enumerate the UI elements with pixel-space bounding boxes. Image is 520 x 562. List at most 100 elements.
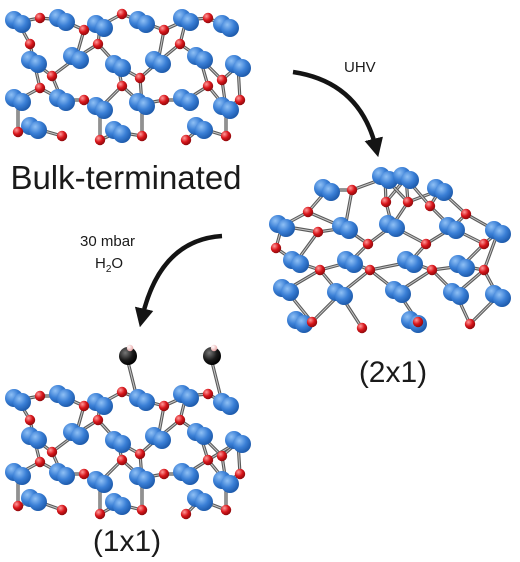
oxygen-atom	[302, 206, 314, 218]
cation-atom	[340, 221, 358, 239]
cation-atom	[181, 389, 199, 407]
oxygen-atom	[56, 130, 68, 142]
oxygen-atom	[134, 448, 146, 460]
oxygen-atom	[116, 454, 128, 466]
cation-atom	[13, 93, 31, 111]
oxygen-atom	[234, 468, 246, 480]
oxygen-atom	[412, 316, 424, 328]
cation-atom	[393, 285, 411, 303]
cation-atom	[95, 101, 113, 119]
cation-atom	[277, 219, 295, 237]
cation-atom	[435, 183, 453, 201]
cation-atom	[95, 475, 113, 493]
uhv-arrow-label: UHV	[344, 59, 376, 76]
cation-atom	[13, 393, 31, 411]
cation-atom	[405, 255, 423, 273]
water-arrow-pressure-label: 30 mbar	[80, 233, 135, 250]
cation-atom	[195, 493, 213, 511]
cation-atom	[57, 389, 75, 407]
cation-atom	[153, 55, 171, 73]
cation-atom	[221, 475, 239, 493]
cation-atom	[95, 397, 113, 415]
oxygen-atom	[180, 508, 192, 520]
cation-atom	[447, 221, 465, 239]
cation-atom	[57, 93, 75, 111]
oxygen-atom	[78, 94, 90, 106]
oxygen-atom	[270, 242, 282, 254]
oxygen-atom	[220, 130, 232, 142]
cation-atom	[71, 427, 89, 445]
cation-atom	[181, 93, 199, 111]
oxygen-atom	[78, 24, 90, 36]
oxygen-atom	[464, 318, 476, 330]
cation-atom	[29, 121, 47, 139]
cation-atom	[195, 121, 213, 139]
oxygen-atom	[116, 386, 128, 398]
oxygen-atom	[24, 414, 36, 426]
hydrated-1x1-label: (1x1)	[93, 525, 161, 558]
oxygen-atom	[116, 80, 128, 92]
oxygen-atom	[380, 196, 392, 208]
cation-atom	[57, 467, 75, 485]
cation-atom	[233, 59, 251, 77]
oxygen-atom	[478, 238, 490, 250]
oxygen-atom	[34, 12, 46, 24]
cation-atom	[137, 97, 155, 115]
oxygen-atom	[202, 12, 214, 24]
uhv-arrow	[292, 69, 383, 158]
oxygen-atom	[46, 446, 58, 458]
cation-atom	[195, 51, 213, 69]
cation-atom	[13, 15, 31, 33]
cation-atom	[221, 101, 239, 119]
oxygen-atom	[94, 508, 106, 520]
cation-atom	[335, 287, 353, 305]
hydrogen-atom	[126, 344, 134, 352]
cation-atom	[291, 255, 309, 273]
oxygen-atom	[158, 400, 170, 412]
oxygen-atom	[424, 200, 436, 212]
oxygen-atom	[174, 414, 186, 426]
cation-atom	[457, 259, 475, 277]
oxygen-atom	[426, 264, 438, 276]
oxygen-atom	[136, 130, 148, 142]
cation-atom	[153, 431, 171, 449]
oxygen-atom	[356, 322, 368, 334]
oxygen-atom	[312, 226, 324, 238]
oxygen-atom	[78, 400, 90, 412]
cation-atom	[451, 287, 469, 305]
cation-atom	[113, 125, 131, 143]
oxygen-atom	[220, 504, 232, 516]
cation-atom	[221, 19, 239, 37]
oxygen-atom	[158, 24, 170, 36]
oxygen-atom	[420, 238, 432, 250]
oxygen-atom	[46, 70, 58, 82]
oxygen-atom	[158, 94, 170, 106]
cation-atom	[322, 183, 340, 201]
oxygen-atom	[116, 8, 128, 20]
oxygen-atom	[78, 468, 90, 480]
oxygen-atom	[364, 264, 376, 276]
adsorbate-oxygen-atom	[203, 347, 221, 365]
oxygen-atom	[202, 80, 214, 92]
cation-atom	[387, 219, 405, 237]
oxygen-atom	[174, 38, 186, 50]
cation-atom	[401, 171, 419, 189]
cation-atom	[113, 435, 131, 453]
oxygen-atom	[136, 504, 148, 516]
oxygen-atom	[34, 390, 46, 402]
oxygen-atom	[216, 450, 228, 462]
oxygen-atom	[202, 388, 214, 400]
oxygen-atom	[92, 38, 104, 50]
oxygen-atom	[134, 72, 146, 84]
cation-atom	[195, 427, 213, 445]
adsorbate-oxygen-atom	[119, 347, 137, 365]
cation-atom	[113, 59, 131, 77]
oxygen-atom	[314, 264, 326, 276]
oxygen-atom	[12, 500, 24, 512]
cation-atom	[137, 393, 155, 411]
cation-atom	[137, 15, 155, 33]
cation-atom	[181, 13, 199, 31]
oxygen-atom	[94, 134, 106, 146]
cation-atom	[29, 431, 47, 449]
